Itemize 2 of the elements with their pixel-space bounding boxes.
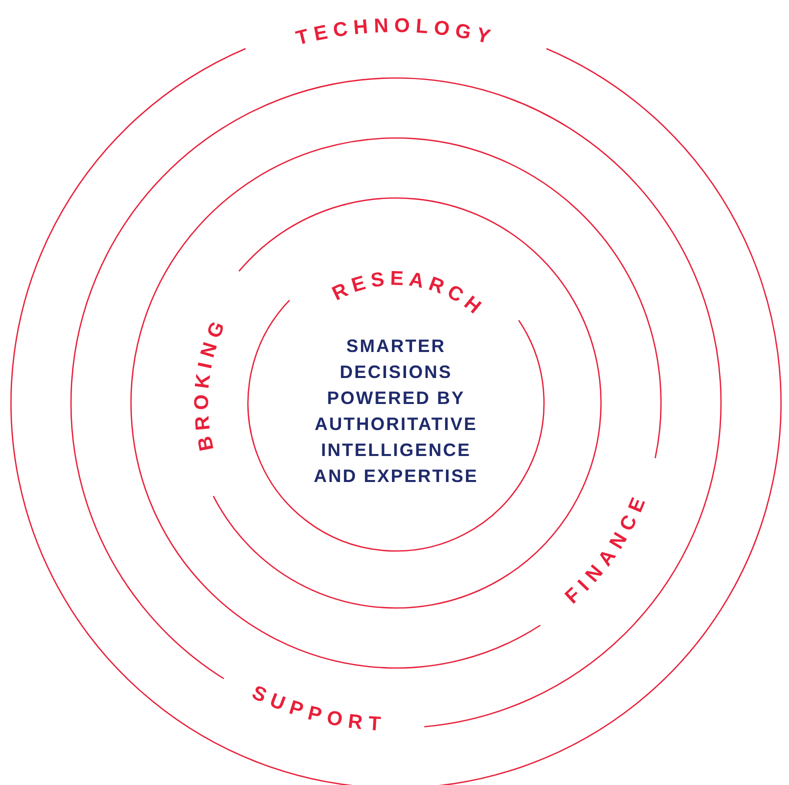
center-statement: SMARTER DECISIONS POWERED BY AUTHORITATIVE INTELLIGENCE AND EXPERTISE [312, 335, 480, 488]
ring-label: TECHNOLOGY [294, 14, 498, 50]
